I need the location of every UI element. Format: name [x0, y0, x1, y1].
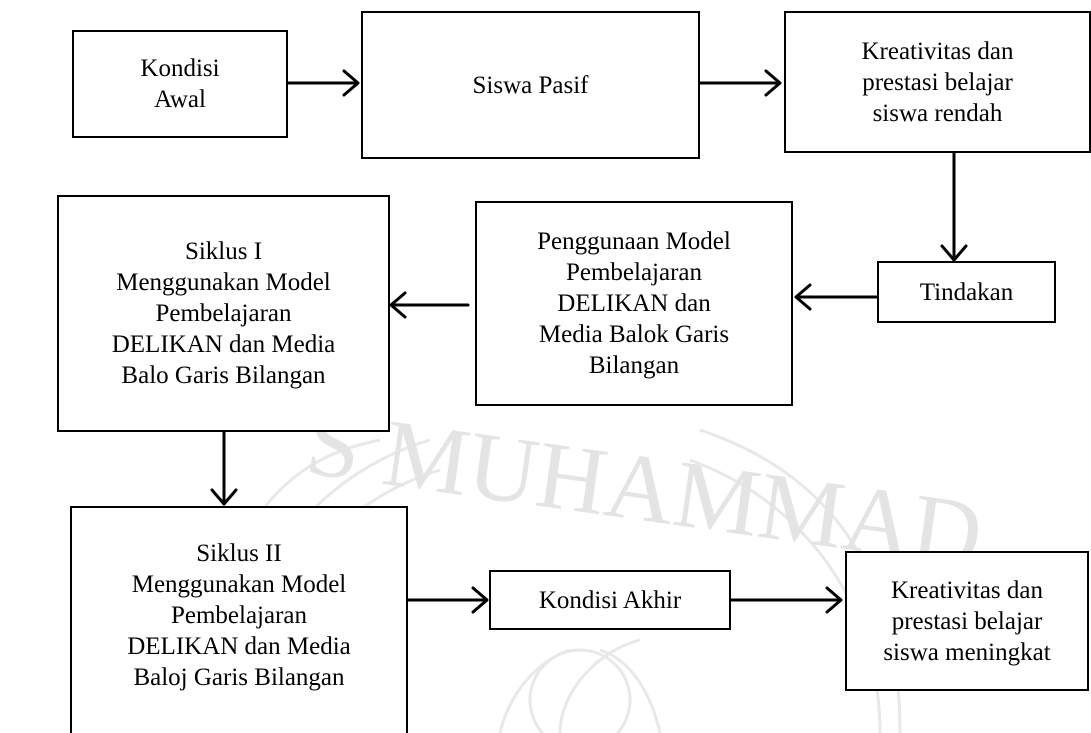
- box-kondisi-akhir: Kondisi Akhir: [489, 570, 731, 630]
- box-siklus-2: Siklus II Menggunakan Model Pembelajaran…: [70, 506, 408, 733]
- box-kondisi-awal: Kondisi Awal: [72, 30, 288, 138]
- box-kreativitas-rendah: Kreativitas dan prestasi belajar siswa r…: [784, 11, 1091, 153]
- box-siswa-pasif: Siswa Pasif: [361, 11, 700, 159]
- box-tindakan: Tindakan: [877, 261, 1056, 323]
- box-penggunaan-model: Penggunaan Model Pembelajaran DELIKAN da…: [475, 201, 793, 406]
- box-kreativitas-meningkat: Kreativitas dan prestasi belajar siswa m…: [845, 551, 1089, 691]
- box-siklus-1: Siklus I Menggunakan Model Pembelajaran …: [57, 195, 390, 432]
